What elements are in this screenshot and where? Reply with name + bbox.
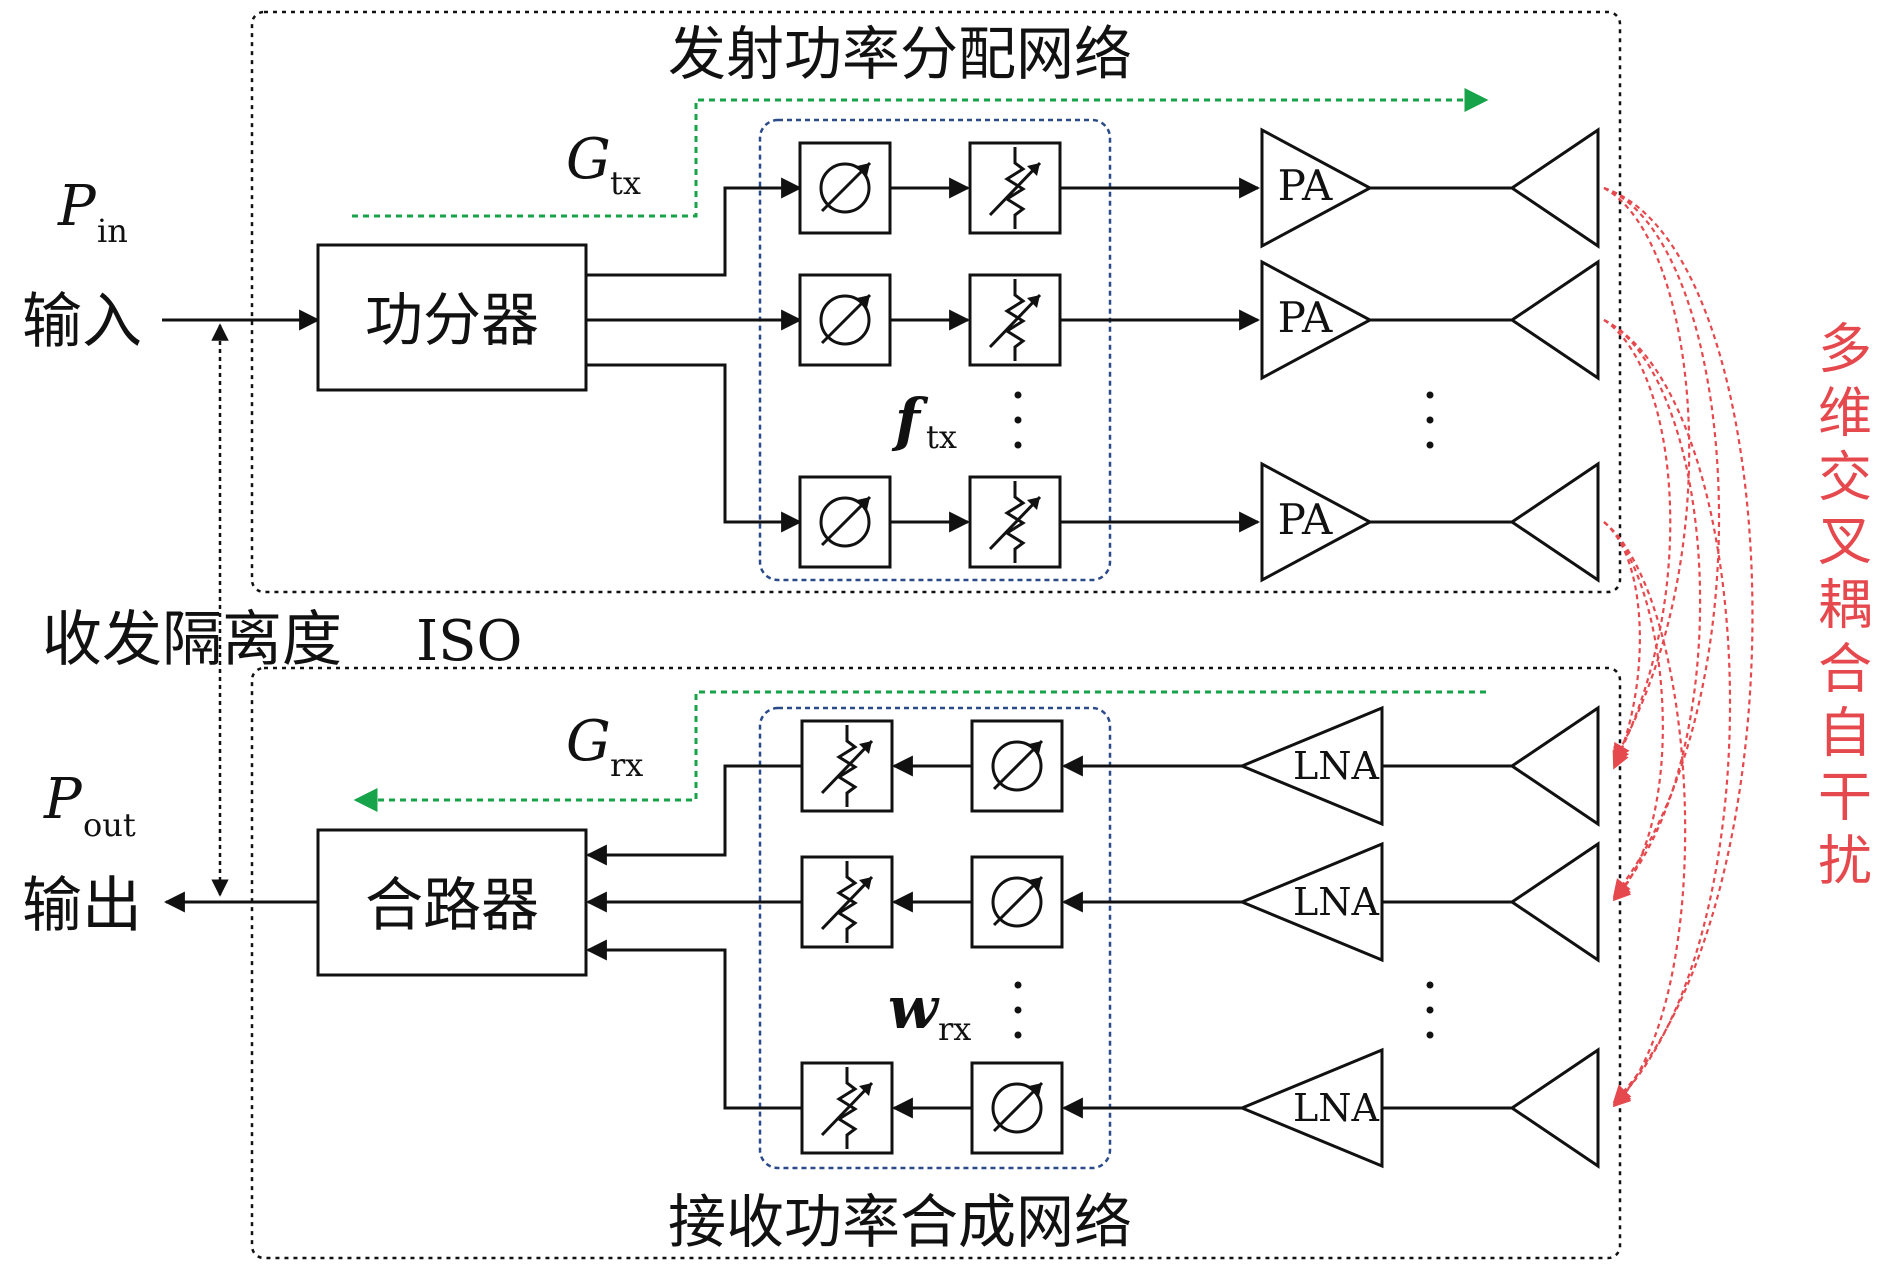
rx-ellipsis bbox=[1014, 981, 1434, 1039]
svg-text:PA: PA bbox=[1278, 293, 1333, 342]
rx-row-2 bbox=[800, 855, 1242, 949]
tx-weight-box bbox=[758, 118, 1112, 582]
antenna-icon bbox=[1510, 706, 1600, 826]
splitter-label: 功分器 bbox=[365, 286, 539, 354]
rx-row-3 bbox=[800, 1061, 1242, 1155]
variable-attenuator-icon bbox=[968, 141, 1062, 235]
combiner-box bbox=[316, 828, 588, 977]
self-interference-coupling-paths bbox=[1603, 186, 1754, 1108]
tx-ellipsis bbox=[1014, 391, 1434, 449]
lna-amplifier: LNA bbox=[1238, 1047, 1384, 1169]
variable-attenuator-icon bbox=[800, 1061, 894, 1155]
phase-shifter-icon bbox=[970, 855, 1064, 949]
phase-shifter-icon bbox=[970, 1061, 1064, 1155]
svg-text:LNA: LNA bbox=[1293, 1086, 1379, 1130]
phase-shifter-icon bbox=[798, 475, 892, 569]
tx-row-3 bbox=[798, 475, 1261, 569]
tx-network-title: 发射功率分配网络 bbox=[668, 20, 1132, 88]
antenna-icon bbox=[1510, 128, 1600, 248]
tx-wire-1 bbox=[586, 177, 803, 277]
tx-gain-path bbox=[352, 88, 1489, 218]
tx-row-2 bbox=[798, 273, 1261, 367]
phase-shifter-icon bbox=[798, 141, 892, 235]
combiner-label: 合路器 bbox=[365, 871, 539, 939]
rx-wire-3 bbox=[585, 939, 802, 1110]
splitter-box bbox=[316, 243, 588, 392]
output-label: 输出 bbox=[22, 871, 142, 941]
svg-text:PA: PA bbox=[1278, 161, 1333, 210]
ftx-symbol: f bbox=[891, 386, 929, 454]
antenna-icon bbox=[1510, 842, 1600, 962]
coupling-label: 多维交叉耦合自干扰 bbox=[1809, 320, 1872, 896]
tx-network-frame bbox=[250, 10, 1622, 594]
variable-attenuator-icon bbox=[968, 475, 1062, 569]
antenna-icon bbox=[1510, 1048, 1600, 1168]
pin-symbol: P bbox=[57, 174, 97, 239]
tx-wire-3 bbox=[586, 363, 803, 533]
grx-symbol: G bbox=[566, 709, 611, 774]
lna-amplifier: LNA bbox=[1238, 841, 1384, 963]
pout-symbol: P bbox=[43, 767, 83, 832]
input-label: 输入 bbox=[22, 287, 142, 357]
rx-gain-path bbox=[353, 690, 1486, 812]
grx-subscript: rx bbox=[610, 746, 643, 784]
antenna-icon bbox=[1510, 462, 1600, 582]
variable-attenuator-icon bbox=[800, 855, 894, 949]
variable-attenuator-icon bbox=[800, 719, 894, 813]
pa-amplifier: PA bbox=[1260, 461, 1374, 583]
rx-weight-box bbox=[758, 706, 1112, 1170]
rx-network-frame bbox=[250, 666, 1622, 1260]
variable-attenuator-icon bbox=[968, 273, 1062, 367]
pa-amplifier: PA bbox=[1260, 127, 1374, 249]
svg-text:LNA: LNA bbox=[1293, 880, 1379, 924]
tx-row-1 bbox=[798, 141, 1261, 235]
rx-network-title: 接收功率合成网络 bbox=[668, 1188, 1132, 1256]
gtx-symbol: G bbox=[566, 127, 611, 192]
phase-shifter-icon bbox=[798, 273, 892, 367]
pa-amplifier: PA bbox=[1260, 259, 1374, 381]
wrx-symbol: w bbox=[888, 974, 940, 1042]
antenna-icon bbox=[1510, 260, 1600, 380]
svg-text:LNA: LNA bbox=[1293, 744, 1379, 788]
phase-shifter-icon bbox=[970, 719, 1064, 813]
isolation-label: 收发隔离度 bbox=[42, 605, 342, 675]
wrx-subscript: rx bbox=[938, 1010, 971, 1048]
ftx-subscript: tx bbox=[926, 418, 957, 456]
rx-wire-1 bbox=[585, 764, 802, 866]
pin-subscript: in bbox=[97, 212, 128, 250]
gtx-subscript: tx bbox=[610, 164, 641, 202]
pout-subscript: out bbox=[83, 806, 136, 844]
svg-text:PA: PA bbox=[1278, 495, 1333, 544]
rx-row-1 bbox=[800, 719, 1242, 813]
lna-amplifier: LNA bbox=[1238, 705, 1384, 827]
isolation-symbol: ISO bbox=[416, 609, 522, 674]
